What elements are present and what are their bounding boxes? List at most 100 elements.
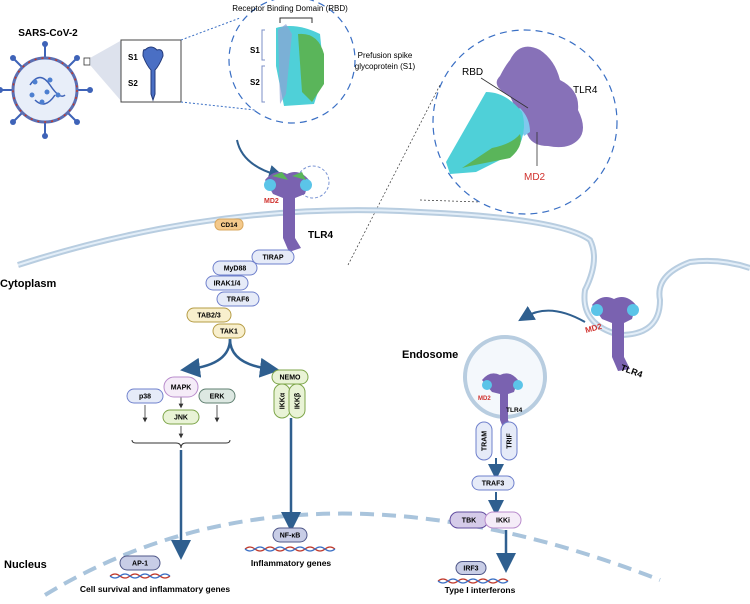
protein-nemo: NEMO	[271, 369, 309, 385]
cd14-shape	[214, 218, 244, 231]
spike-desc-2: glycoprotein (S1)	[355, 62, 416, 71]
spike-s1-label: S1	[250, 46, 260, 55]
invaginated-tlr4-label: TLR4	[619, 362, 644, 379]
protein-nfkb-shape	[272, 527, 308, 543]
protein-nemo-shape	[271, 369, 309, 385]
tlr4-endosome-icon	[482, 373, 523, 430]
rbd-bracket	[279, 17, 313, 23]
protein-tirap-shape	[251, 249, 295, 265]
inset-tlr4-label: TLR4	[573, 85, 598, 96]
cytoplasm-label: Cytoplasm	[0, 278, 56, 290]
protein-tram-label: TRAM	[482, 431, 489, 451]
dna-icons	[109, 546, 509, 584]
tlr4-zoom-circle	[432, 29, 618, 215]
protein-trif-label: TRIF	[507, 433, 514, 449]
irf3-genes-label: Type I interferons	[445, 585, 516, 595]
protein-mapk: MAPK	[163, 376, 199, 398]
protein-irf3: IRF3	[455, 561, 487, 575]
rbd-title: Receptor Binding Domain (RBD)	[232, 4, 348, 13]
protein-ikki-label: IKKi	[496, 518, 510, 525]
plasma-membrane-inner	[17, 209, 750, 337]
connector	[419, 199, 481, 203]
protein-ikkb: IKKβ	[288, 383, 306, 419]
protein-ikka-label: IKKα	[280, 392, 287, 409]
nucleus-label: Nucleus	[4, 559, 47, 571]
protein-traf3-shape	[471, 475, 515, 491]
cd14-label: CD14	[221, 222, 238, 229]
zoom-source-circle	[296, 165, 330, 199]
endocytosis-arrow	[518, 306, 586, 323]
inset-md2-label: MD2	[524, 172, 546, 183]
protein-ikki: IKKi	[484, 511, 522, 529]
protein-myd88-label: MyD88	[224, 266, 247, 273]
protein-nemo-label: NEMO	[280, 375, 302, 382]
protein-tak1-label: TAK1	[220, 329, 238, 336]
zoom-wedge	[90, 40, 122, 102]
protein-irf3-label: IRF3	[463, 566, 478, 573]
protein-irak-label: IRAK1/4	[214, 281, 241, 288]
protein-mapk-shape	[163, 376, 199, 398]
protein-jnk-label: JNK	[174, 415, 188, 422]
protein-ikka: IKKα	[273, 383, 291, 419]
protein-erk: ERK	[198, 388, 236, 404]
protein-mapk-label: MAPK	[171, 385, 192, 392]
protein-tab23-shape	[186, 307, 232, 323]
protein-traf6-label: TRAF6	[227, 297, 250, 304]
binding-arrow	[236, 139, 285, 181]
virus-title: SARS-CoV-2	[18, 28, 78, 39]
spike-desc-1: Prefusion spike	[358, 51, 413, 60]
protein-irf3-shape	[455, 561, 487, 575]
protein-traf3: TRAF3	[471, 475, 515, 491]
invaginated-md2-label: MD2	[584, 322, 603, 335]
protein-p38-shape	[126, 388, 164, 404]
connector	[347, 84, 441, 266]
protein-p38-label: p38	[139, 394, 151, 401]
protein-traf6: TRAF6	[216, 291, 260, 307]
tlr4-md2-complex-structure	[446, 46, 583, 174]
protein-traf3-label: TRAF3	[482, 481, 505, 488]
spike-protein-icon	[142, 46, 164, 102]
endosome-label: Endosome	[402, 349, 458, 361]
protein-traf6-shape	[216, 291, 260, 307]
connector	[180, 17, 241, 41]
protein-tirap-label: TIRAP	[263, 255, 284, 262]
box-s2-label: S2	[128, 79, 138, 88]
sars-cov-2-virus-icon	[0, 41, 93, 139]
protein-jnk-shape	[162, 409, 200, 425]
protein-tak1: TAK1	[212, 323, 246, 339]
tlr4-invaginated-icon	[591, 297, 639, 371]
inset-rbd-label: RBD	[462, 67, 483, 78]
tlr4-receptor-icon	[264, 172, 312, 252]
ap1-genes-label: Cell survival and inflammatory genes	[80, 584, 230, 594]
protein-tak1-shape	[212, 323, 246, 339]
protein-trif-shape	[500, 421, 518, 461]
rbd-pointer	[480, 77, 529, 109]
plasma-membrane	[17, 207, 750, 339]
protein-irak-shape	[205, 275, 249, 291]
protein-tab23-label: TAB2/3	[197, 313, 221, 320]
nuclear-envelope	[43, 511, 661, 597]
protein-tram: TRAM	[475, 421, 493, 461]
protein-ikki-shape	[484, 511, 522, 529]
protein-jnk: JNK	[162, 409, 200, 425]
protein-tbk-label: TBK	[462, 518, 476, 525]
protein-p38: p38	[126, 388, 164, 404]
protein-ikkb-shape	[288, 383, 306, 419]
protein-myd88-shape	[212, 260, 258, 276]
protein-tram-shape	[475, 421, 493, 461]
protein-irak: IRAK1/4	[205, 275, 249, 291]
protein-tirap: TIRAP	[251, 249, 295, 265]
endosome-tlr4-label: TLR4	[506, 407, 523, 414]
connector	[180, 101, 256, 111]
protein-tab23: TAB2/3	[186, 307, 232, 323]
protein-nfkb: NF-κB	[272, 527, 308, 543]
spike-structure-icon	[276, 24, 324, 106]
protein-nfkb-label: NF-κB	[280, 533, 301, 540]
protein-trif: TRIF	[500, 421, 518, 461]
protein-myd88: MyD88	[212, 260, 258, 276]
spike-s2-label: S2	[250, 78, 260, 87]
protein-erk-shape	[198, 388, 236, 404]
